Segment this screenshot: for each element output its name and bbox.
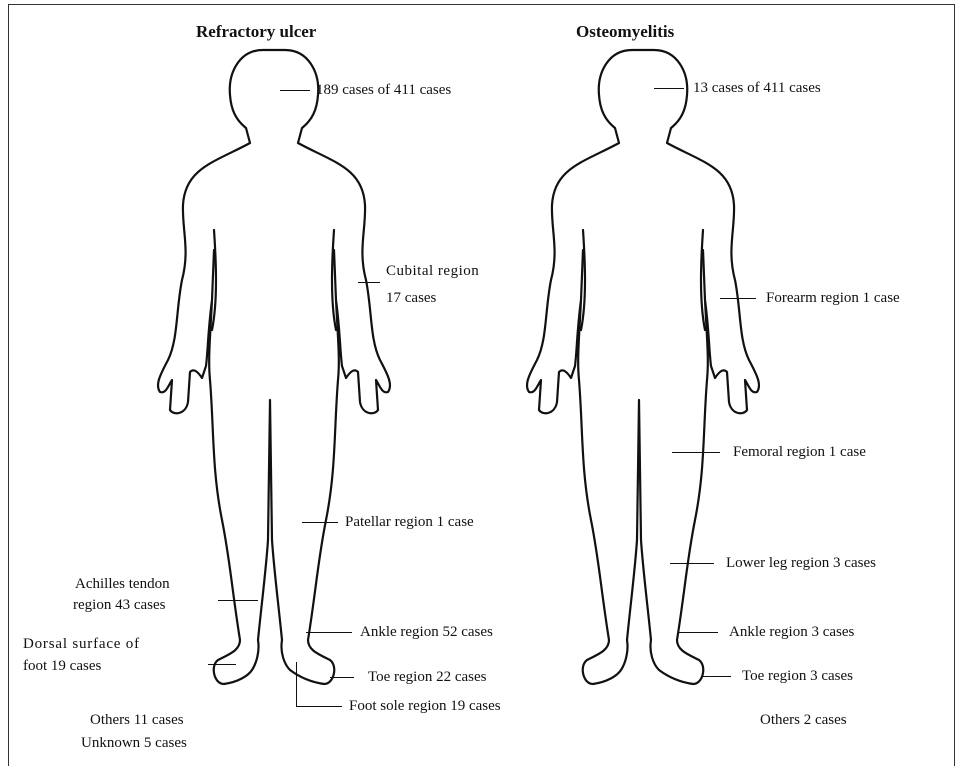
left-panel-title: Refractory ulcer [196, 22, 316, 42]
left-dorsal-label-2: foot 19 cases [23, 657, 101, 676]
right-femoral-leader [672, 452, 720, 453]
left-cubital-label-1: Cubital region [386, 262, 479, 281]
right-toe-leader [703, 676, 731, 677]
left-achilles-leader [218, 600, 258, 601]
left-sole-leader-v [296, 662, 297, 706]
right-others-label: Others 2 cases [760, 711, 847, 730]
left-sole-label: Foot sole region 19 cases [349, 697, 501, 716]
left-cubital-label-2: 17 cases [386, 289, 436, 308]
left-ankle-leader [306, 632, 352, 633]
right-toe-label: Toe region 3 cases [742, 667, 853, 686]
right-ankle-label: Ankle region 3 cases [729, 623, 854, 642]
left-patellar-leader [302, 522, 338, 523]
left-achilles-label-1: Achilles tendon [75, 575, 170, 594]
right-forearm-label: Forearm region 1 case [766, 289, 900, 308]
right-head-label: 13 cases of 411 cases [693, 79, 821, 98]
right-femoral-label: Femoral region 1 case [733, 443, 866, 462]
right-head-leader [654, 88, 684, 89]
right-forearm-leader [720, 298, 756, 299]
left-ankle-label: Ankle region 52 cases [360, 623, 493, 642]
right-lowerleg-leader [670, 563, 714, 564]
left-toe-label: Toe region 22 cases [368, 668, 487, 687]
left-head-leader [280, 90, 310, 91]
left-dorsal-label-1: Dorsal surface of [23, 635, 140, 654]
right-ankle-leader [678, 632, 718, 633]
left-unknown-label: Unknown 5 cases [81, 734, 187, 753]
left-patellar-label: Patellar region 1 case [345, 513, 474, 532]
left-cubital-leader [358, 282, 380, 283]
left-achilles-label-2: region 43 cases [73, 596, 165, 615]
left-dorsal-leader [208, 664, 236, 665]
left-head-label: 189 cases of 411 cases [316, 81, 451, 100]
right-panel-title: Osteomyelitis [576, 22, 674, 42]
left-sole-leader-h [296, 706, 342, 707]
left-toe-leader [330, 677, 354, 678]
right-lowerleg-label: Lower leg region 3 cases [726, 554, 876, 573]
left-others-label: Others 11 cases [90, 711, 184, 730]
